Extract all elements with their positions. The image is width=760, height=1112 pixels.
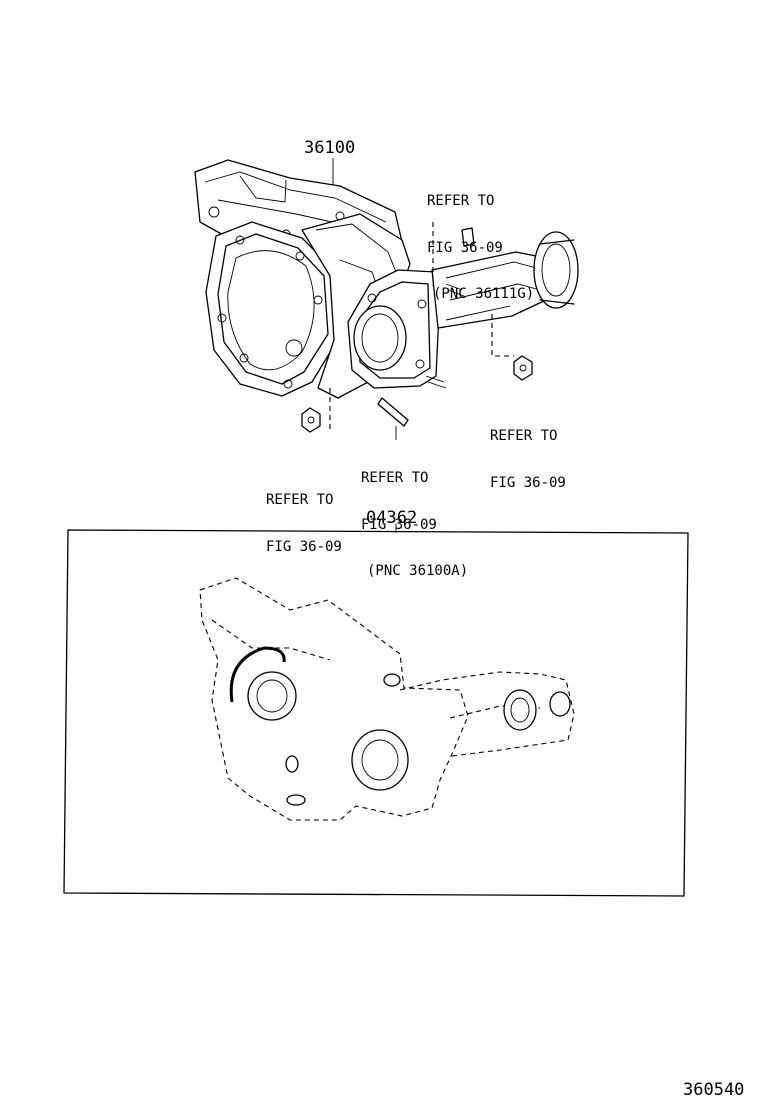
transfer-case-assembly [194, 158, 579, 440]
part-number-36100: 36100 [304, 138, 356, 158]
callout-line: (PNC 36111G) [433, 286, 535, 302]
callout-nut-right: REFER TO FIG 36-09 [490, 398, 566, 522]
callout-line: REFER TO [490, 428, 558, 444]
figure-reference: 360540 [683, 1080, 745, 1100]
callout-line: FIG 36-09 [490, 474, 566, 491]
gasket-kit-box [63, 524, 689, 897]
callout-line: REFER TO [427, 193, 495, 209]
callout-stud-bottom: REFER TO FIG 36-09 (PNC 36100A) [361, 440, 468, 611]
callout-nut-left: REFER TO FIG 36-09 [266, 462, 342, 586]
callout-line: FIG 36-09 [361, 516, 437, 533]
callout-line: (PNC 36100A) [367, 563, 469, 579]
callout-line: FIG 36-09 [427, 239, 503, 256]
part-number-04362: 04362 [366, 508, 418, 528]
callout-line: FIG 36-09 [266, 538, 342, 555]
callout-line: REFER TO [266, 492, 334, 508]
callout-stud-top: REFER TO FIG 36-09 (PNC 36111G) [427, 163, 534, 334]
callout-line: REFER TO [361, 470, 429, 486]
